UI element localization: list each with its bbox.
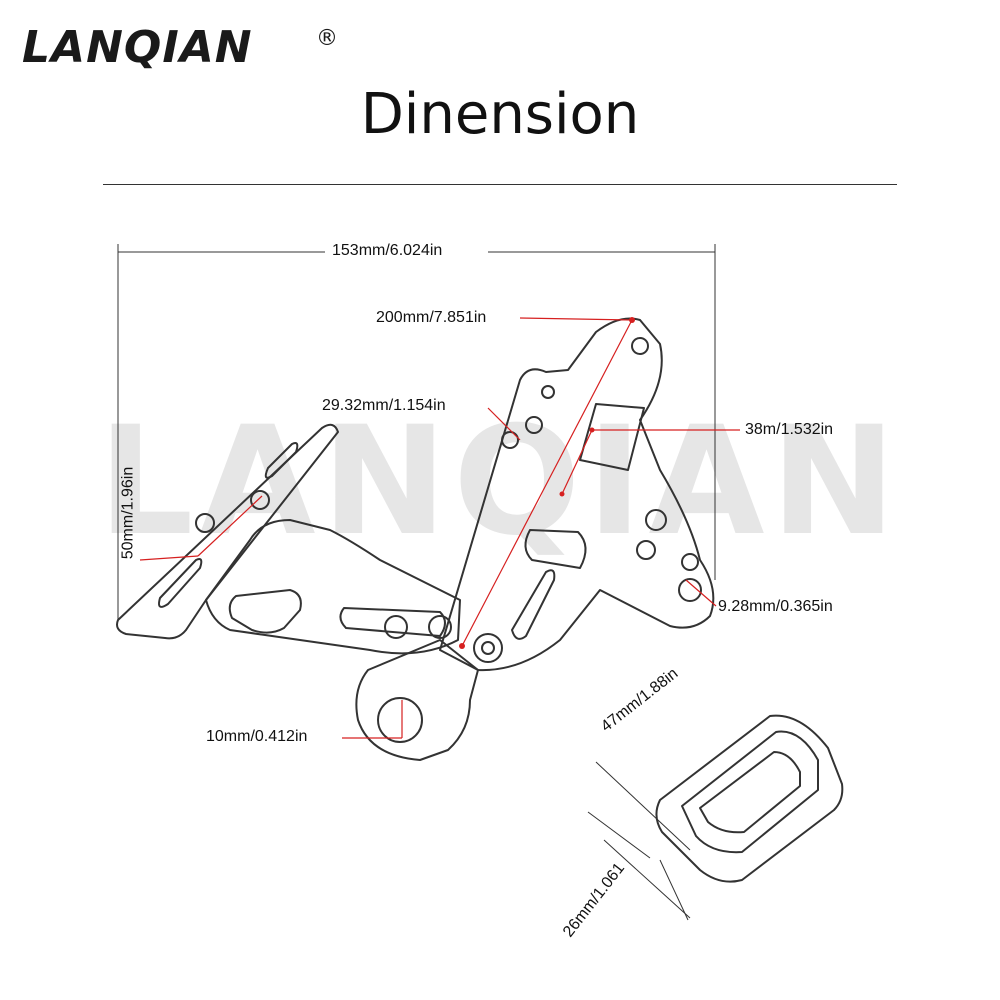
leader-dot-slot-2: [559, 491, 565, 497]
dim-total-length: 200mm/7.851in: [376, 309, 487, 326]
body-bolt-1: [384, 615, 408, 639]
block-outline: [655, 714, 844, 883]
leader-hole: [685, 579, 717, 607]
dim-plate-height: 50mm/1.96in: [119, 466, 137, 560]
arm-hole-1: [525, 416, 543, 434]
dim-slot-width: 38m/1.532in: [745, 421, 834, 438]
right-arm: [439, 317, 715, 672]
leader-spacing: [487, 407, 521, 441]
arm-slot-3: [511, 569, 556, 640]
arm-hole-3: [501, 431, 519, 449]
leader-dot-bottom: [459, 643, 465, 649]
dim-overall-width: 153mm/6.024in: [332, 242, 443, 259]
mount-hole: [377, 697, 423, 743]
dim-hole-diameter: 9.28mm/0.365in: [718, 598, 833, 615]
arm-hole-2: [541, 385, 555, 399]
left-plate: [116, 423, 339, 640]
left-plate-slot-1: [264, 442, 299, 479]
main-body: [205, 519, 461, 655]
leader-slot-diag: [561, 429, 593, 495]
dim-block-ext: [587, 811, 651, 859]
dim-block-height: [603, 839, 691, 919]
brand-logo: LANQIAN: [22, 22, 253, 73]
pivot-bolt-inner: [481, 641, 495, 655]
arm-slot-1: [579, 403, 645, 471]
watermark-logo: LANQIAN: [97, 395, 903, 569]
leader-plate: [139, 555, 199, 561]
dim-hole-spacing: 29.32mm/1.154in: [322, 397, 446, 414]
left-plate-hole-1: [250, 490, 270, 510]
arm-hole-4: [631, 337, 649, 355]
title-divider: [103, 184, 897, 185]
dim-block-ext-2: [659, 859, 689, 921]
block-top: [681, 730, 819, 854]
body-bolt-2: [428, 615, 452, 639]
body-cutout-1: [228, 589, 302, 634]
lower-clamp: [355, 639, 479, 761]
arm-hole-7: [681, 553, 699, 571]
leader-length-diag: [461, 319, 633, 647]
left-plate-slot-2: [158, 558, 203, 608]
leader-length: [519, 317, 633, 321]
arm-hole-5: [645, 509, 667, 531]
leader-dot-slot: [589, 427, 595, 433]
leader-plate-diag: [197, 495, 263, 557]
left-plate-hole-2: [195, 513, 215, 533]
dim-mount-hole: 10mm/0.412in: [206, 728, 308, 745]
arm-hole-8: [678, 578, 702, 602]
leader-dot-top: [629, 317, 635, 323]
arm-hole-6: [636, 540, 656, 560]
pivot-bolt: [473, 633, 503, 663]
arm-slot-2: [524, 529, 587, 569]
block-recess: [699, 751, 801, 834]
page-title: Dinension: [360, 82, 640, 147]
dim-block-length: [595, 761, 691, 851]
registered-mark: ®: [316, 26, 338, 51]
